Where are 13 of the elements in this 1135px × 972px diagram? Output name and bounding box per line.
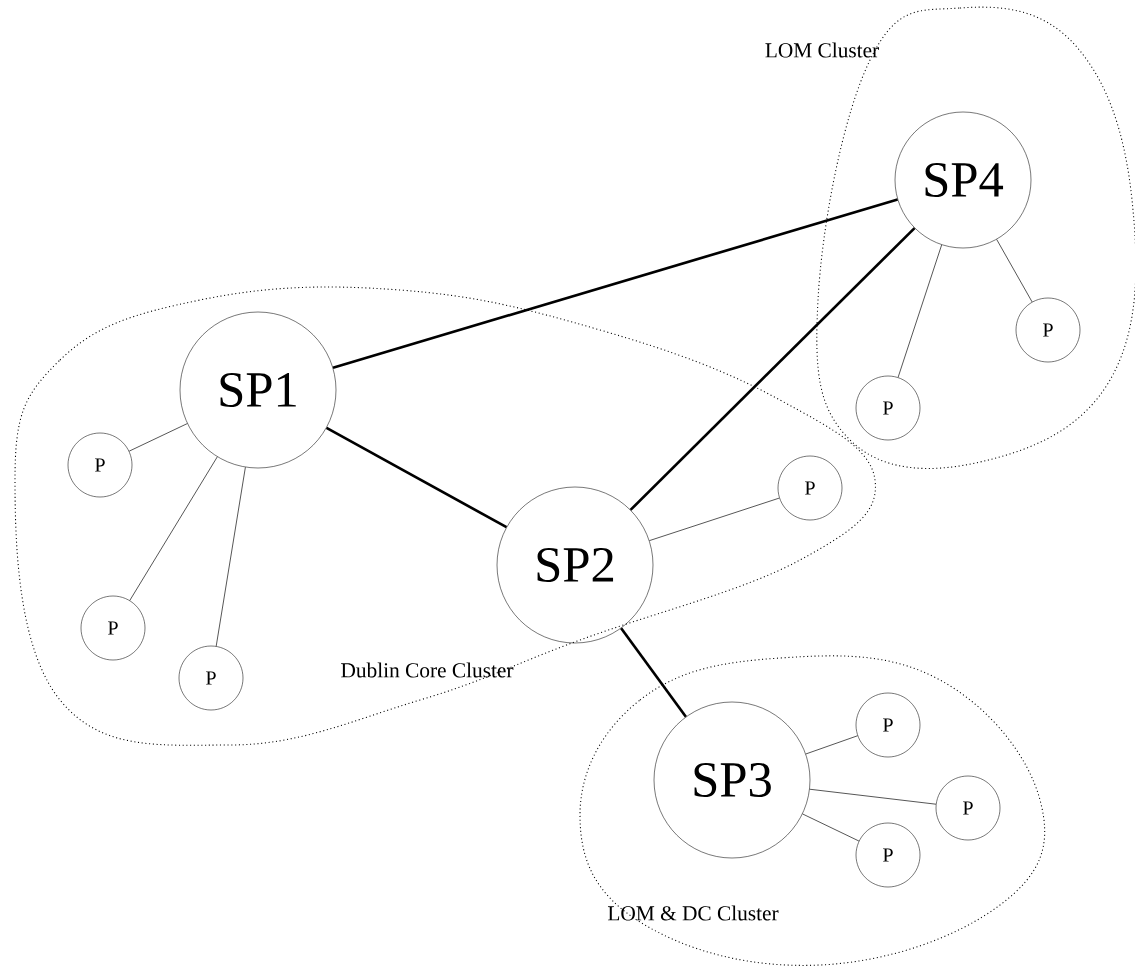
connector-line [215, 466, 246, 647]
connector-line [332, 198, 898, 369]
connector-line [629, 227, 916, 511]
connector-line [996, 239, 1033, 303]
connector-line [649, 497, 780, 541]
connector-line [802, 813, 860, 842]
connector-line [805, 735, 858, 755]
connector-line [128, 423, 188, 452]
connector-line [325, 426, 508, 529]
connector-line [620, 627, 687, 718]
connector-line [809, 788, 937, 805]
connector-line [897, 244, 942, 378]
connector-line [129, 456, 218, 601]
